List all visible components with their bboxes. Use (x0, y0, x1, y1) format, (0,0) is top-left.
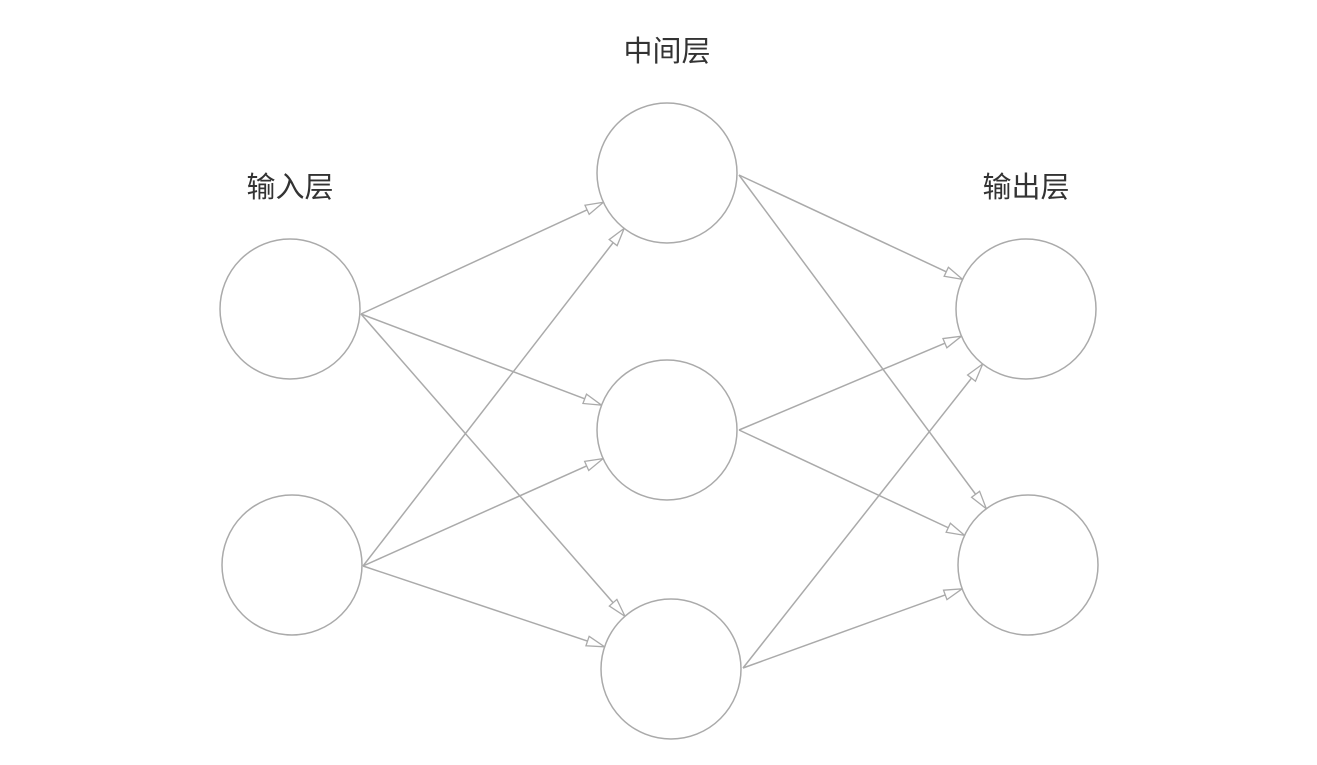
output-layer-label: 输出层 (982, 170, 1069, 204)
edge-hidden3-to-output2 (742, 589, 962, 669)
output-node-1 (955, 238, 1097, 380)
input-layer-label: 输入层 (246, 170, 333, 204)
edge-hidden2-to-output1 (738, 336, 961, 431)
edge-input2-to-hidden1 (362, 228, 624, 567)
input-node-1 (219, 238, 361, 380)
hidden-node-2 (596, 359, 738, 501)
output-node-2 (957, 494, 1099, 636)
edge-hidden1-to-output2 (738, 174, 986, 509)
edge-hidden3-to-output1 (742, 364, 983, 669)
edge-hidden1-to-output1 (738, 174, 963, 279)
edge-input2-to-hidden2 (362, 459, 603, 567)
edge-input1-to-hidden3 (360, 313, 625, 616)
edge-hidden2-to-output2 (738, 429, 965, 535)
edge-input1-to-hidden2 (360, 313, 602, 405)
hidden-node-1 (596, 102, 738, 244)
edge-input1-to-hidden1 (360, 202, 603, 315)
hidden-layer-label: 中间层 (623, 34, 710, 68)
hidden-node-3 (600, 598, 742, 740)
input-node-2 (221, 494, 363, 636)
edge-input2-to-hidden3 (362, 565, 605, 647)
